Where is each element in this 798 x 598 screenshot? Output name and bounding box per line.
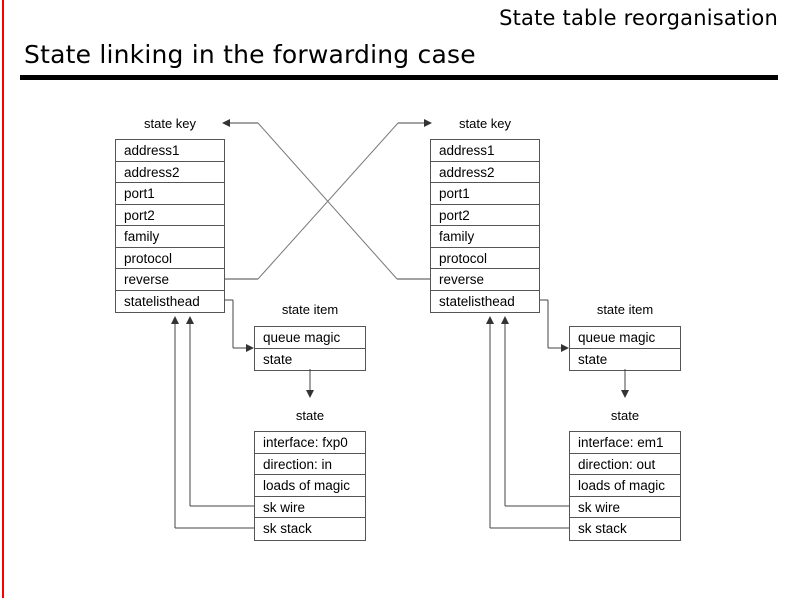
table-row: state	[578, 351, 608, 367]
arrowhead-to-left-state-key-icon	[222, 119, 230, 127]
table-row: queue magic	[255, 327, 365, 349]
right-state-caption: state	[610, 408, 640, 423]
left-state-key-table: address1 address2 port1 port2 family pro…	[115, 139, 225, 313]
table-row: direction: in	[255, 454, 365, 475]
right-state-item-caption: state item	[596, 302, 654, 317]
table-row: statelisthead	[124, 293, 200, 309]
table-row: queue magic	[570, 327, 680, 349]
left-state-key-caption: state key	[143, 116, 197, 131]
table-row: sk wire	[255, 497, 365, 518]
slide-kicker: State table reorganisation	[499, 6, 778, 30]
right-state-key-caption: state key	[458, 116, 512, 131]
right-state-key-table: address1 address2 port1 port2 family pro…	[430, 139, 540, 313]
arrowhead-left-state-icon	[306, 390, 314, 398]
table-row: family	[116, 226, 224, 248]
table-row: interface: fxp0	[255, 432, 365, 454]
arrowhead-left-state-item-icon	[246, 344, 254, 352]
table-row: port2	[431, 205, 539, 226]
table-row: sk stack	[263, 521, 312, 536]
left-state-table: interface: fxp0 direction: in loads of m…	[254, 431, 366, 541]
table-row: family	[431, 226, 539, 248]
arrowhead-left-sk-stack-icon	[171, 316, 179, 324]
table-row: interface: em1	[570, 432, 680, 454]
right-state-table: interface: em1 direction: out loads of m…	[569, 431, 681, 541]
title-divider	[20, 75, 778, 80]
arrowhead-right-sk-wire-icon	[501, 316, 509, 324]
table-row: sk wire	[570, 497, 680, 518]
table-row: port2	[116, 205, 224, 226]
table-row: address1	[116, 140, 224, 162]
slide-accent-bar	[2, 0, 4, 598]
page-title: State linking in the forwarding case	[24, 40, 476, 69]
left-state-item-caption: state item	[281, 302, 339, 317]
table-row: state	[263, 351, 293, 367]
arrowhead-right-state-icon	[621, 390, 629, 398]
table-row: address2	[431, 162, 539, 183]
arrowhead-right-sk-stack-icon	[486, 316, 494, 324]
arrowhead-left-sk-wire-icon	[186, 316, 194, 324]
table-row: address2	[116, 162, 224, 183]
left-state-caption: state	[295, 408, 325, 423]
table-row: protocol	[116, 248, 224, 269]
table-row: reverse	[431, 269, 539, 291]
table-row: reverse	[116, 269, 224, 291]
table-row: statelisthead	[439, 293, 515, 309]
table-row: port1	[431, 183, 539, 205]
arrowhead-right-state-item-icon	[561, 344, 569, 352]
table-row: port1	[116, 183, 224, 205]
table-row: loads of magic	[255, 475, 365, 497]
table-row: direction: out	[570, 454, 680, 475]
table-row: protocol	[431, 248, 539, 269]
table-row: sk stack	[578, 521, 627, 536]
table-row: address1	[431, 140, 539, 162]
right-state-item-table: queue magic state	[569, 326, 681, 371]
left-state-item-table: queue magic state	[254, 326, 366, 371]
table-row: loads of magic	[570, 475, 680, 497]
arrowhead-to-right-state-key-icon	[424, 119, 432, 127]
